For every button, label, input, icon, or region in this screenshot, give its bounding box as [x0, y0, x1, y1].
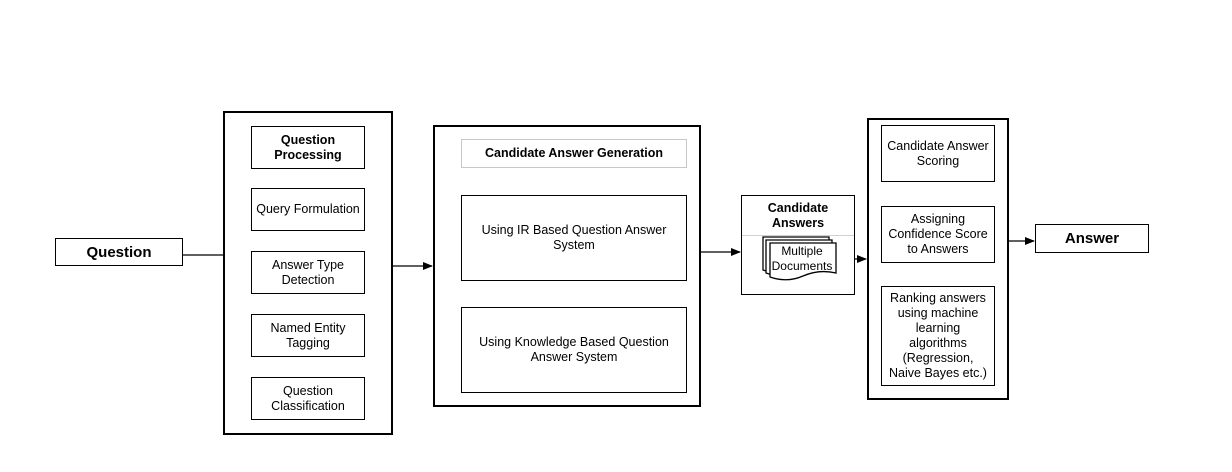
candidate-generation-title-text: Candidate Answer Generation: [484, 146, 664, 160]
step-query-formulation: Query Formulation: [251, 188, 365, 231]
candidate-generation-title: Candidate Answer Generation: [461, 139, 687, 168]
multiple-documents-icon: [762, 236, 837, 281]
answer-label: Answer: [1064, 230, 1120, 247]
question-node: Question: [55, 238, 183, 266]
answer-node: Answer: [1035, 224, 1149, 253]
step-query-formulation-text: Query Formulation: [256, 202, 360, 216]
question-label: Question: [86, 243, 152, 261]
